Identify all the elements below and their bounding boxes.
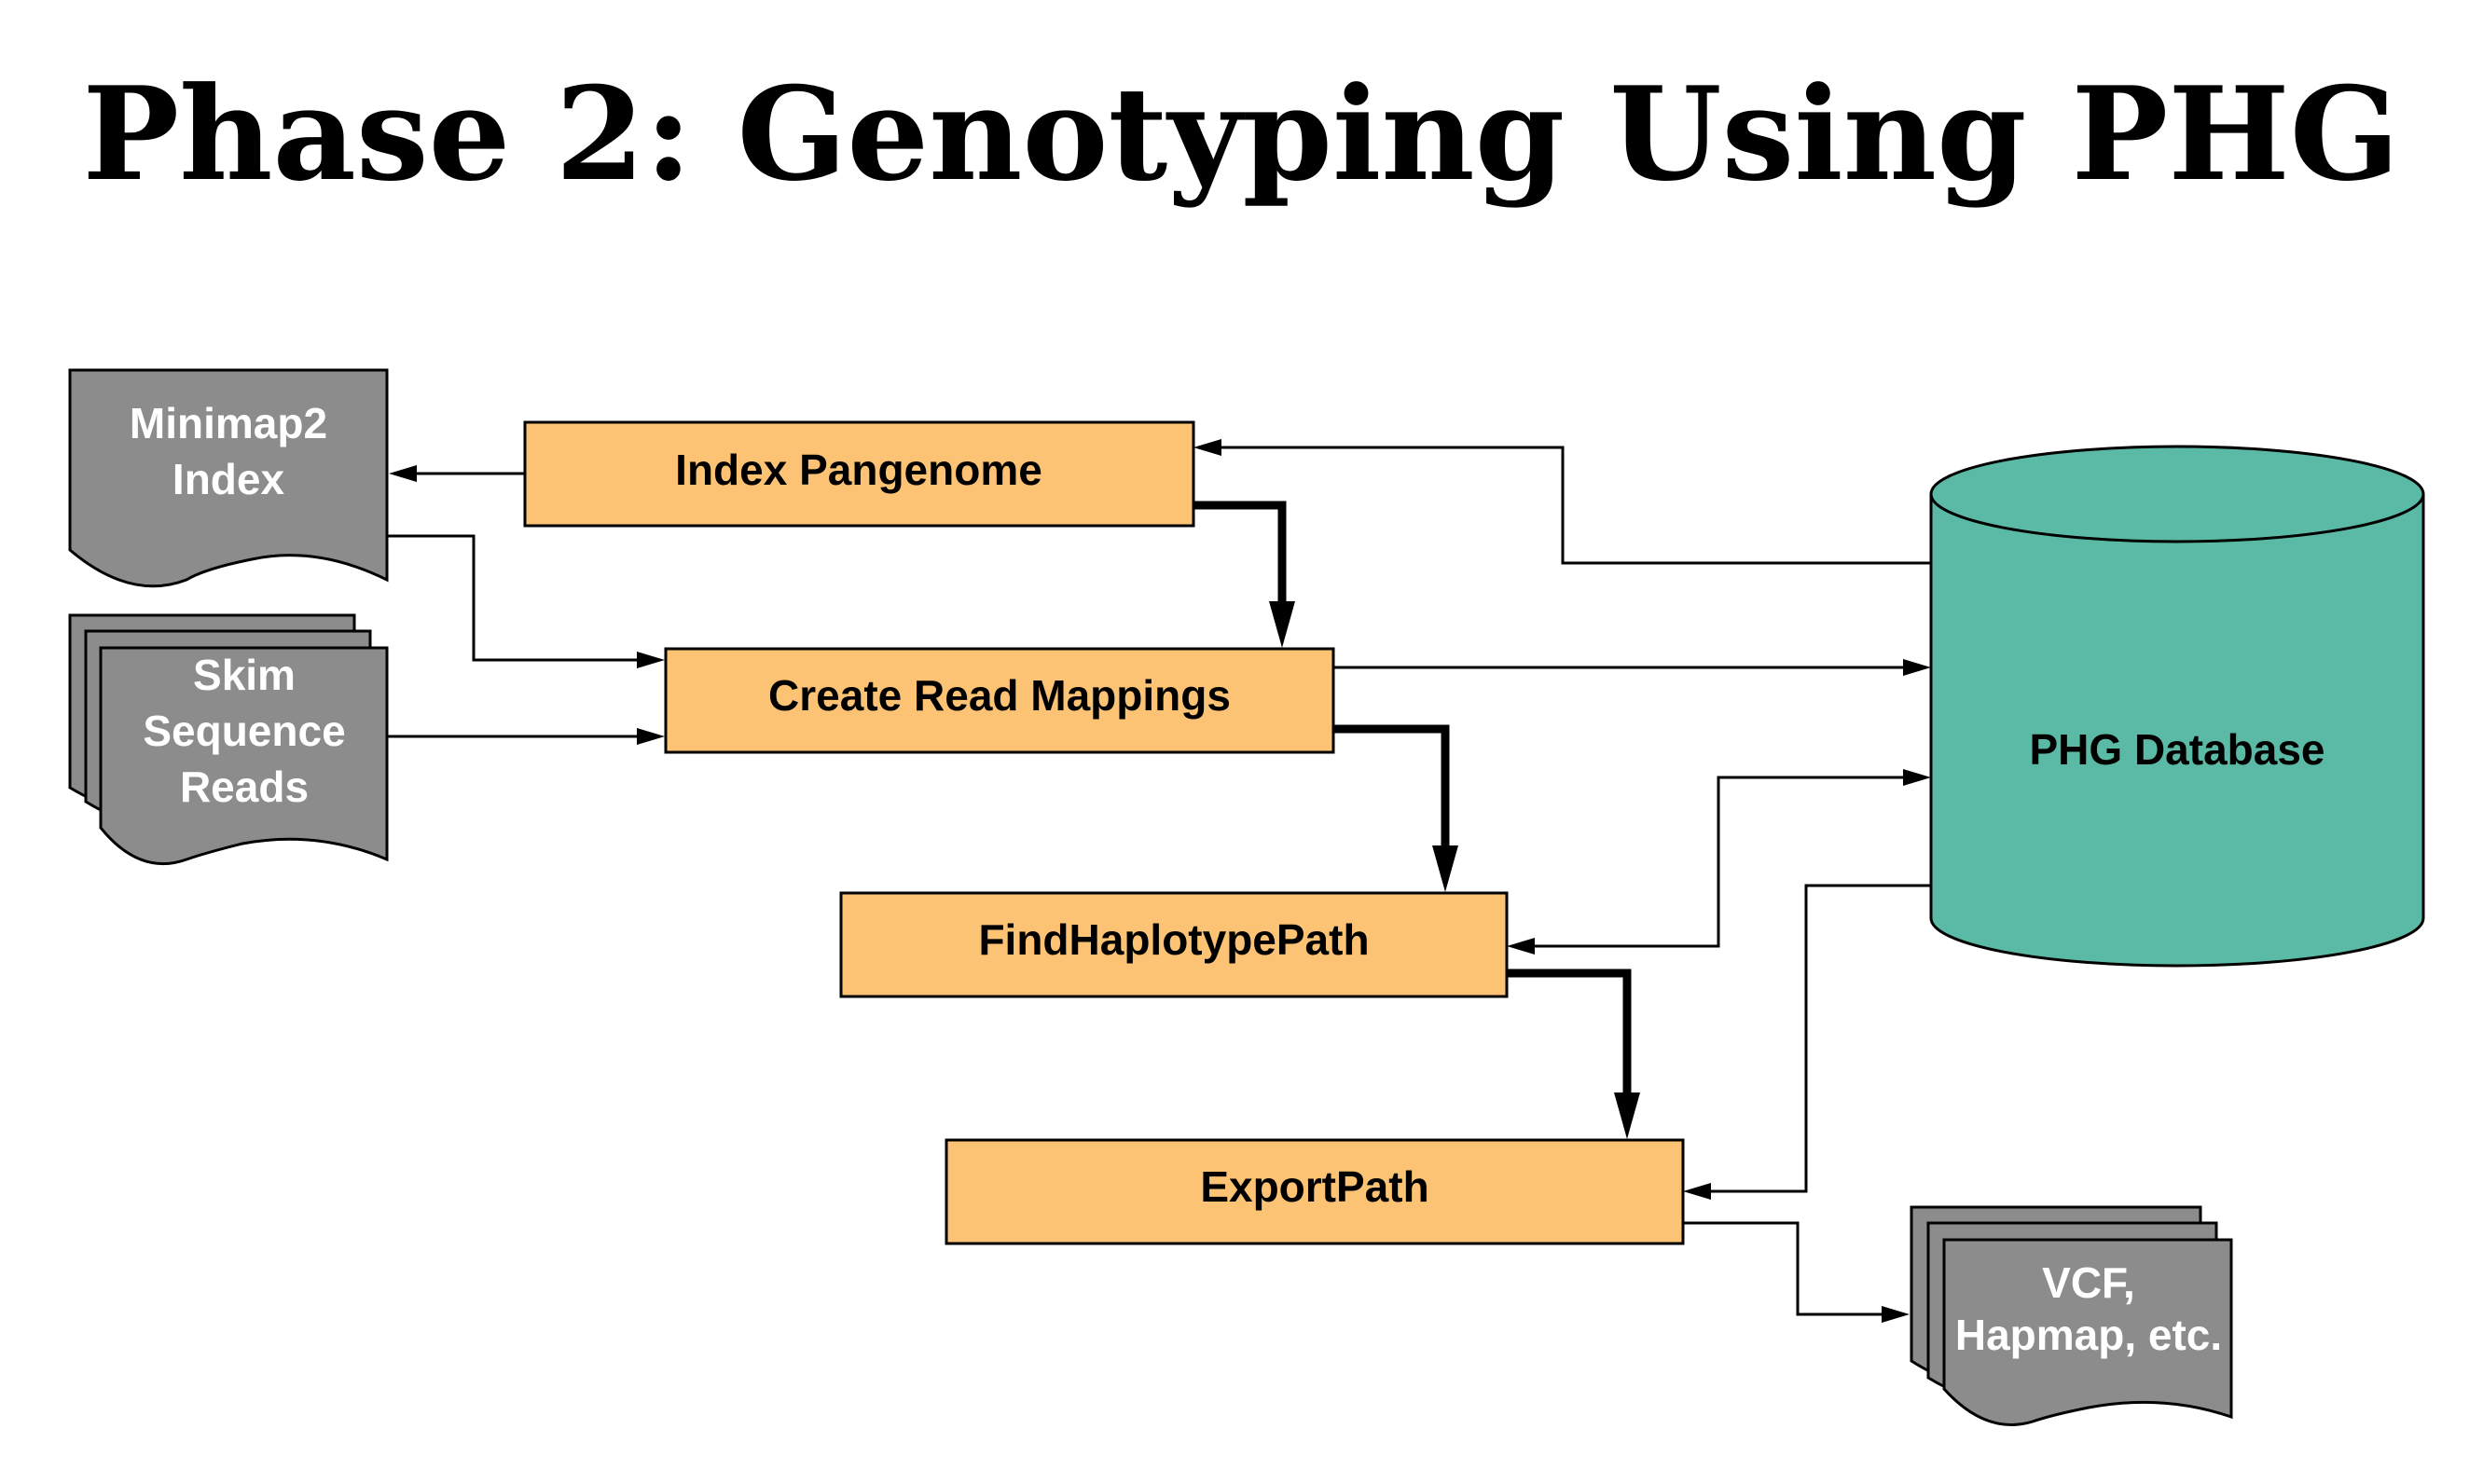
arrowhead <box>1269 601 1295 648</box>
process-find-haplotype-path[interactable]: FindHaplotypePath <box>839 891 1509 998</box>
connector-export-to-output <box>1683 1221 1883 1316</box>
workflow-index-to-mappings <box>1193 501 1287 606</box>
arrowhead <box>1882 1306 1910 1323</box>
arrowhead <box>1193 439 1221 456</box>
diagram-title: Phase 2: Genotyping Using PHG <box>82 58 2399 210</box>
arrowhead <box>1683 1183 1711 1200</box>
arrowhead <box>637 728 665 745</box>
document-skim-sequence-reads[interactable]: Skim Sequence Reads <box>68 613 389 866</box>
connector-find-db <box>1538 776 1905 948</box>
arrowhead <box>1903 769 1931 786</box>
arrowhead <box>389 465 417 482</box>
document-label-line-2: Index <box>172 455 285 503</box>
arrowhead <box>1614 1092 1640 1139</box>
process-box <box>945 1138 1685 1245</box>
process-index-pangenome[interactable]: Index Pangenome <box>523 420 1195 528</box>
process-label: ExportPath <box>1200 1162 1428 1211</box>
arrowhead <box>637 652 665 668</box>
connector-db-to-index <box>1220 446 1931 565</box>
document-stack-front <box>1942 1238 2233 1426</box>
connectors <box>387 439 1931 1323</box>
connector-db-to-export <box>1709 884 1931 1193</box>
process-box <box>664 647 1335 754</box>
document-minimap2-index[interactable]: Minimap2 Index <box>68 368 389 588</box>
arrowhead <box>1507 938 1535 955</box>
connector-minimap-to-mappings <box>387 534 639 662</box>
arrowhead <box>1903 659 1931 676</box>
document-label-line-3: Reads <box>180 763 309 811</box>
phg-database[interactable]: PHG Database <box>1929 445 2425 968</box>
process-export-path[interactable]: ExportPath <box>945 1138 1685 1245</box>
document-label-line-2: Sequence <box>143 707 345 755</box>
database-body <box>1929 494 2425 968</box>
document-output-files[interactable]: VCF, Hapmap, etc. <box>1910 1205 2233 1426</box>
database-label: PHG Database <box>2029 725 2324 774</box>
document-label-line-1: VCF, <box>2042 1258 2135 1307</box>
process-label: Index Pangenome <box>675 446 1042 494</box>
arrowhead <box>1432 845 1458 892</box>
workflow-mappings-to-find <box>1333 724 1450 848</box>
document-stack-front <box>99 646 389 866</box>
process-create-read-mappings[interactable]: Create Read Mappings <box>664 647 1335 754</box>
workflow-arrows <box>1193 501 1640 1139</box>
document-label-line-1: Minimap2 <box>130 399 327 447</box>
process-label: FindHaplotypePath <box>978 915 1369 964</box>
process-box <box>523 420 1195 528</box>
process-box <box>839 891 1509 998</box>
database-top <box>1929 445 2425 543</box>
workflow-find-to-export <box>1507 969 1632 1095</box>
process-label: Create Read Mappings <box>768 671 1231 720</box>
document-label-line-1: Skim <box>193 651 296 699</box>
document-shape <box>68 368 389 588</box>
document-label-line-2: Hapmap, etc. <box>1955 1311 2222 1359</box>
